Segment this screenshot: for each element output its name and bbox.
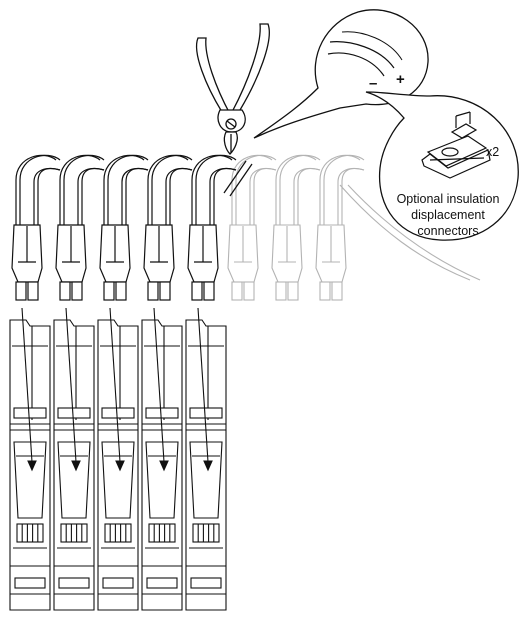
faded-cable-1 — [227, 154, 277, 301]
insertion-arrow-icon — [71, 460, 81, 472]
side-cutter-pliers-icon — [196, 23, 270, 155]
insertion-arrow-icon — [203, 460, 213, 472]
insertion-guide-line — [153, 307, 165, 463]
faded-lead-2 — [347, 184, 481, 281]
insertion-arrow-icon — [27, 460, 37, 472]
cable-3 — [99, 154, 149, 301]
polarity-minus-label: – — [369, 75, 377, 92]
connector-caption-line-3: connectors — [417, 224, 478, 238]
insertion-arrow-icon — [115, 460, 125, 472]
module-4 — [141, 307, 183, 611]
cable-4 — [143, 154, 193, 301]
module-5 — [185, 307, 227, 611]
faded-cables — [227, 154, 481, 301]
insertion-guide-line — [109, 307, 121, 463]
cable-5 — [187, 154, 237, 301]
connector-quantity-label: x2 — [486, 145, 499, 159]
faded-cable-2 — [271, 154, 321, 301]
cable-1 — [11, 154, 61, 301]
connectors-callout: x2 Optional insulation displacement conn… — [365, 91, 519, 241]
module-1 — [9, 307, 51, 611]
active-cables — [11, 154, 237, 301]
insertion-guide-line — [197, 307, 209, 463]
insertion-guide-line — [21, 307, 33, 463]
module-3 — [97, 307, 139, 611]
polarity-plus-label: + — [396, 71, 405, 88]
faded-cable-3 — [315, 154, 365, 301]
module-2 — [53, 307, 95, 611]
connector-caption-line-1: Optional insulation — [397, 192, 500, 206]
insertion-guide-line — [65, 307, 77, 463]
insertion-arrow-icon — [159, 460, 169, 472]
cable-cut-mark-icon — [223, 160, 253, 197]
callout-bubble-top — [253, 9, 429, 139]
terminal-modules — [9, 307, 227, 611]
insulation-displacement-connector-icon — [421, 111, 491, 179]
connector-caption-line-2: displacement — [411, 208, 485, 222]
faded-lead-1 — [339, 184, 471, 281]
cable-2 — [55, 154, 105, 301]
polarity-callout: – + — [253, 9, 429, 139]
